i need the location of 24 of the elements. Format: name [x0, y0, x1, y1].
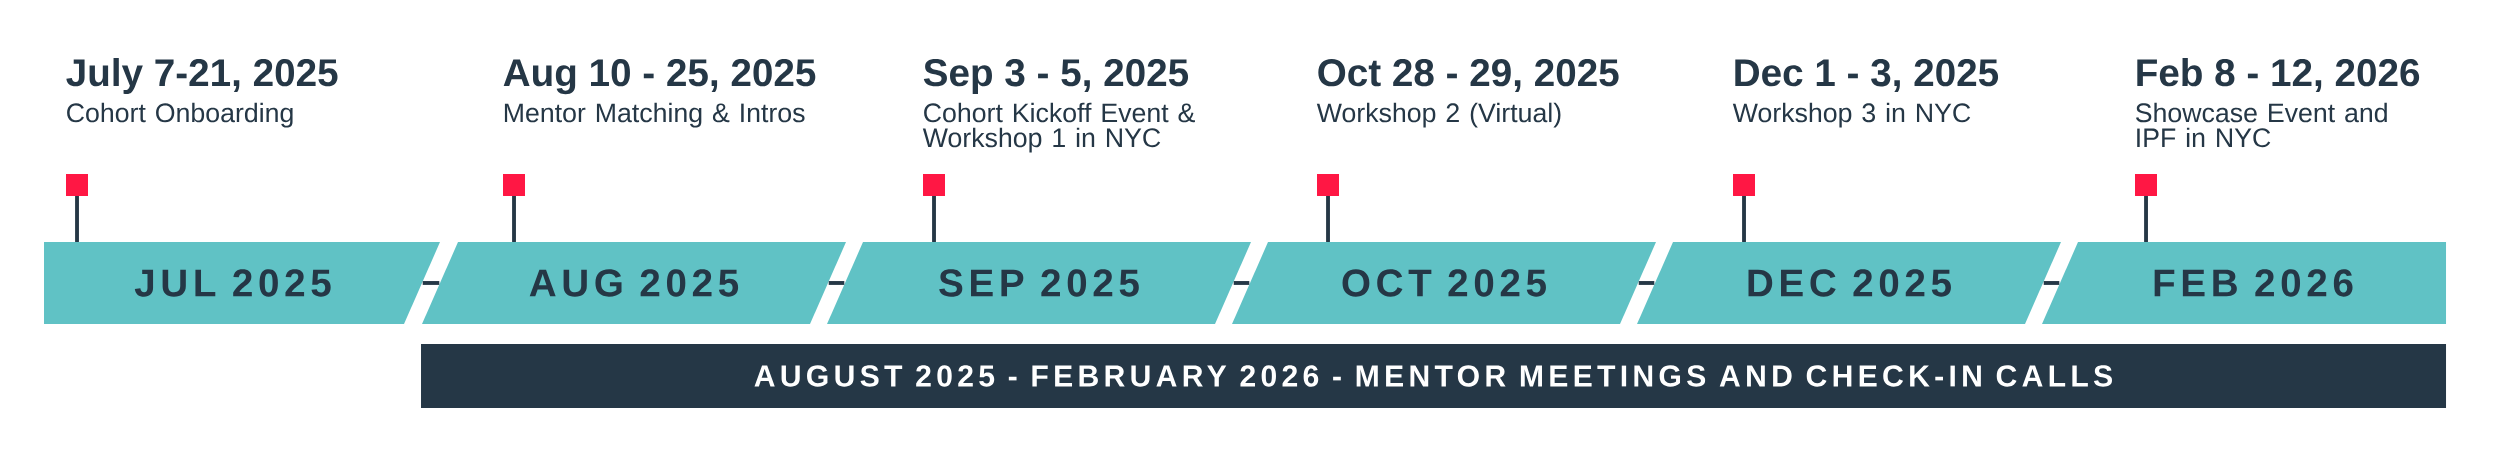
event-description: Cohort Onboarding — [67, 102, 293, 128]
banner-bar: AUGUST 2025 - FEBRUARY 2026 - MENTOR MEETINGS AND CHECK-IN CALLS — [421, 344, 2446, 408]
timeline-band: JUL 2025 — [44, 242, 440, 324]
timeline-band: FEB 2026 — [2042, 242, 2446, 324]
connector-line — [1233, 281, 1250, 285]
timeline-band: AUG 2025 — [422, 242, 846, 324]
connector-line — [828, 281, 845, 285]
event-description: Cohort Kickoff Event & Workshop 1 in NYC — [922, 102, 1195, 153]
connector-line — [422, 281, 440, 285]
event-description: Workshop 2 (Virtual) — [1316, 102, 1561, 128]
event-description: Showcase Event and IPF in NYC — [2135, 102, 2387, 148]
event-description: Workshop 3 in NYC — [1732, 102, 1971, 128]
date-label: Oct 28 - 29, 2025 — [1318, 59, 1619, 92]
date-label: July 7-21, 2025 — [66, 58, 338, 94]
connector-line — [1638, 281, 1655, 285]
date-label: Dec 1 - 3, 2025 — [1735, 59, 1999, 92]
timeline-band: OCT 2025 — [1232, 242, 1656, 324]
date-label: Sep 3 - 5, 2025 — [923, 59, 1189, 94]
date-label: Feb 8 - 12, 2026 — [2137, 58, 2420, 92]
date-label: Aug 10 - 25, 2025 — [503, 59, 816, 95]
event-description: Mentor Matching & Intros — [504, 102, 805, 128]
timeline-band: DEC 2025 — [1637, 242, 2061, 324]
timeline-band: SEP 2025 — [827, 242, 1251, 324]
connector-line — [2043, 281, 2060, 285]
